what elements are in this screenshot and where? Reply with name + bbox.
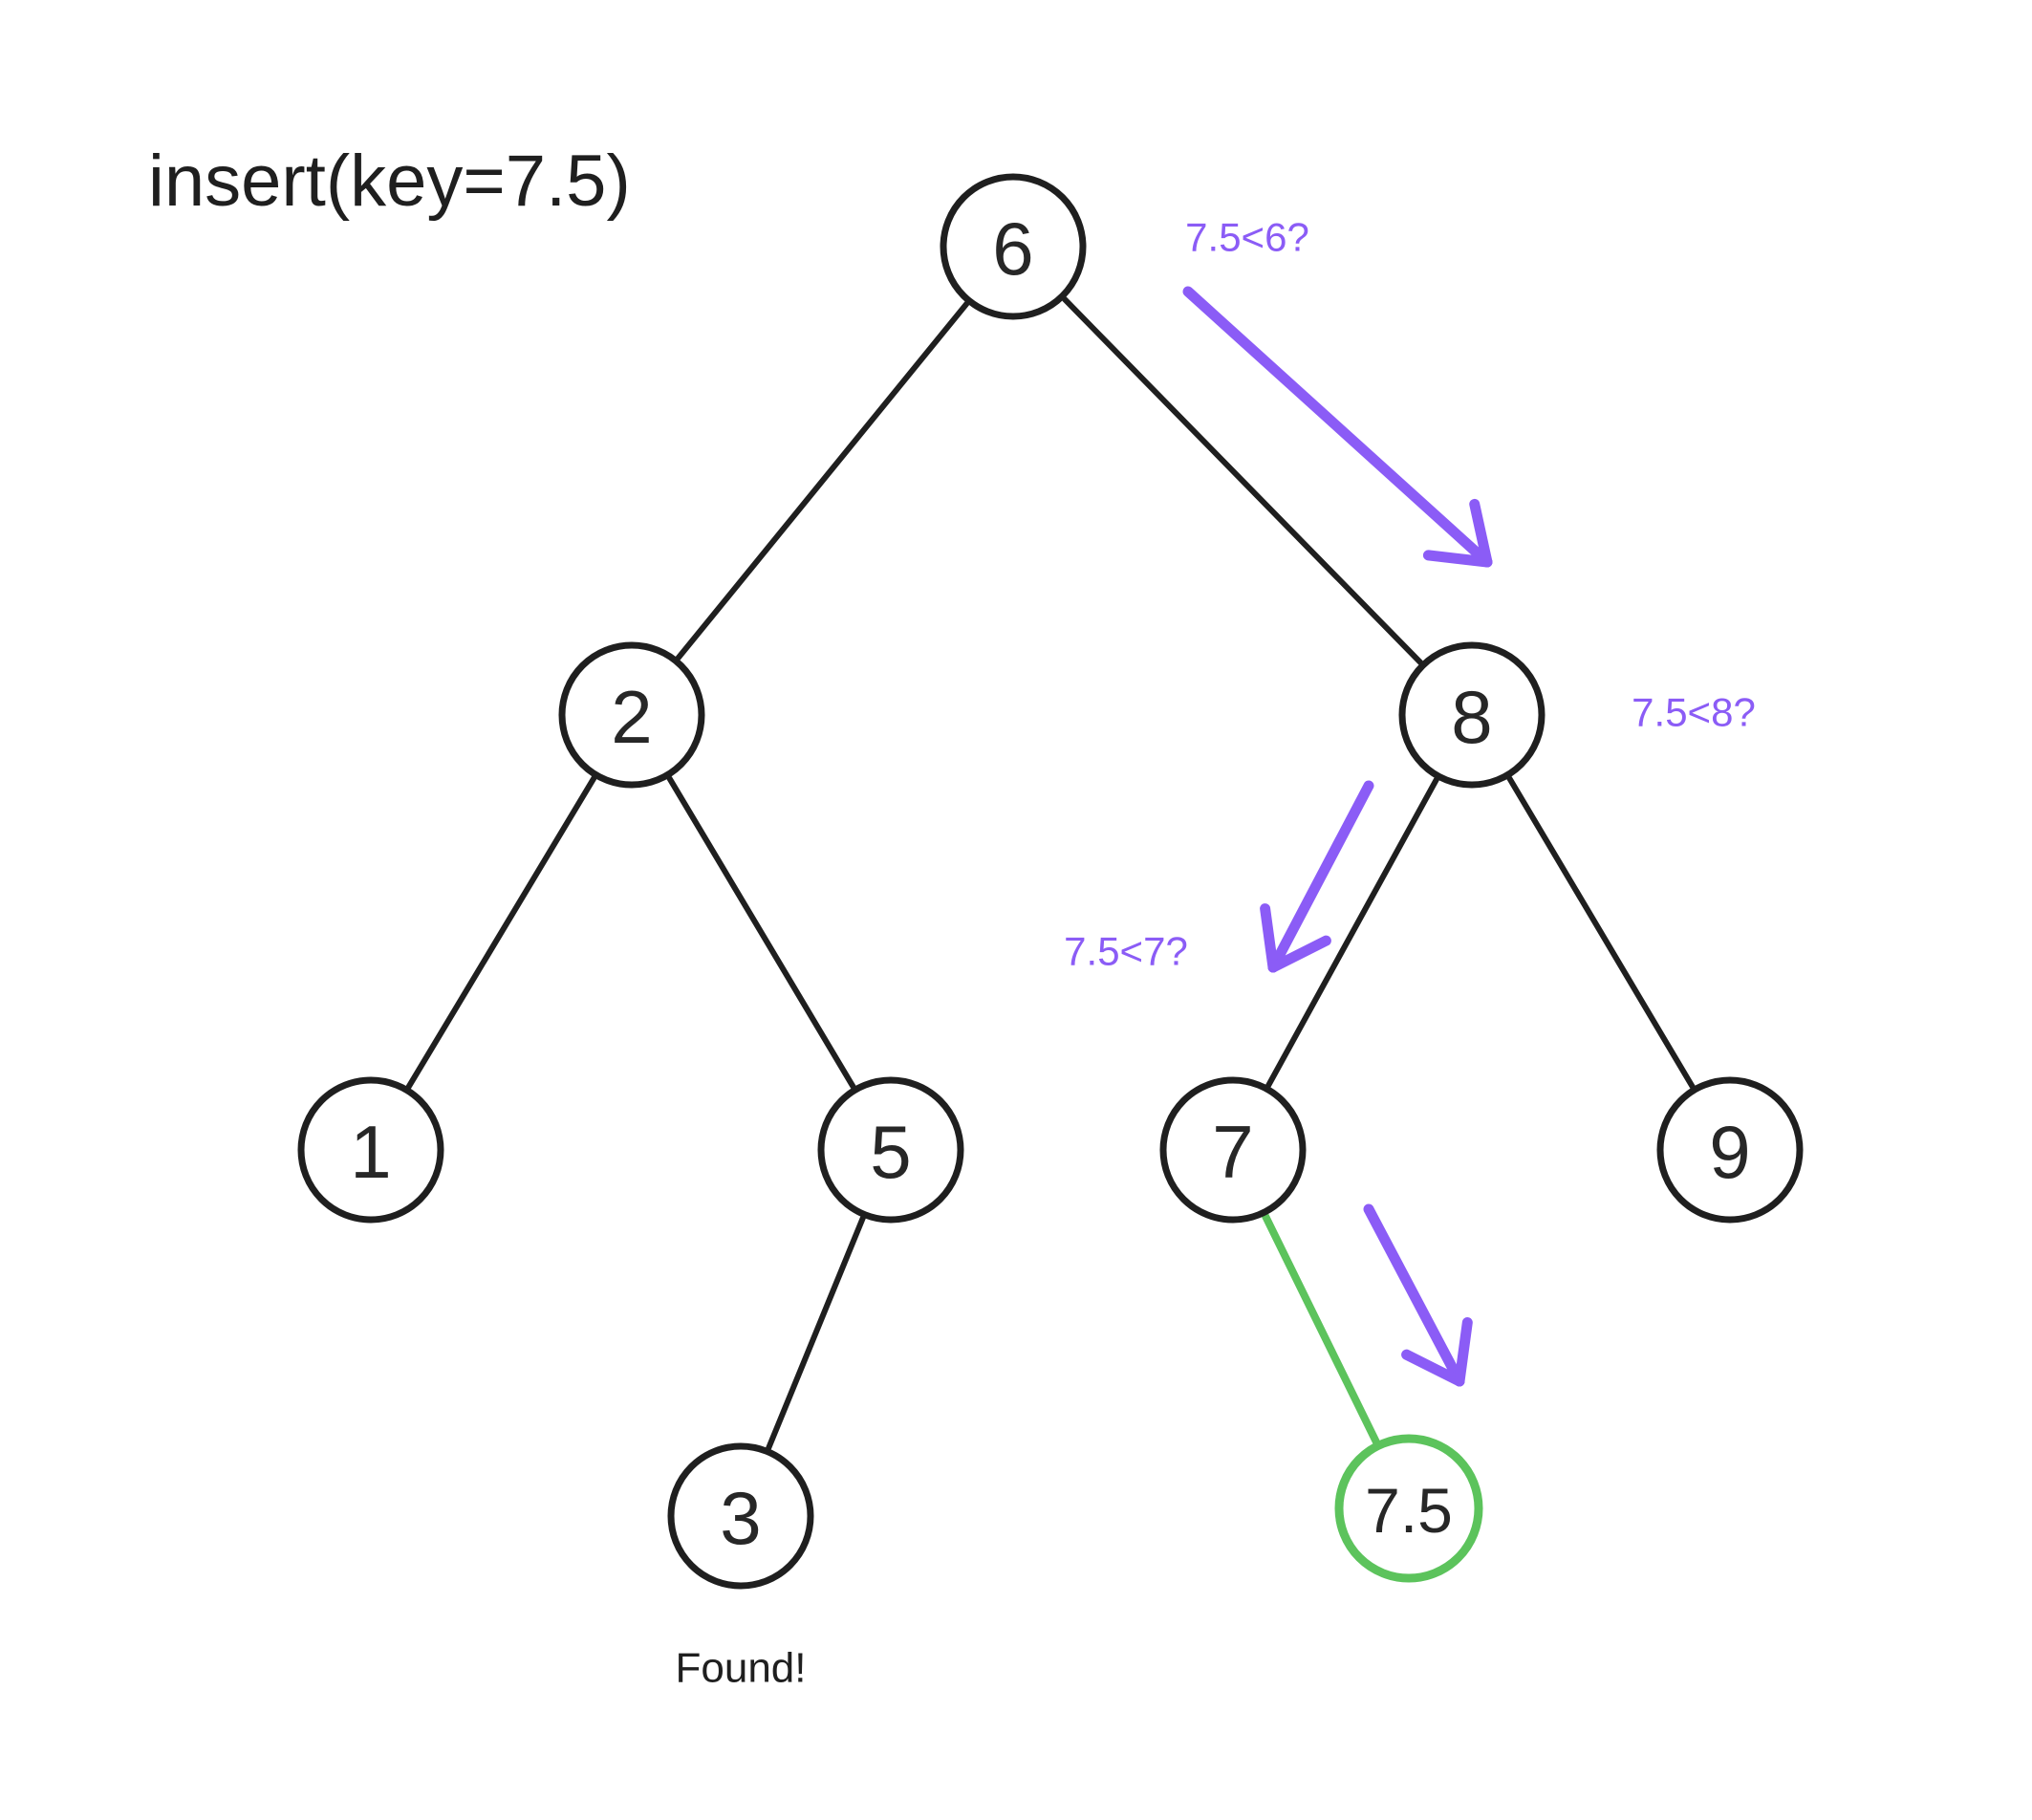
comparison-label: 7.5<8? — [1632, 690, 1756, 735]
tree-node-9[interactable]: 9 — [1656, 1076, 1804, 1224]
tree-edge — [766, 1215, 866, 1451]
node-label: 8 — [1451, 675, 1492, 759]
page-title: insert(key=7.5) — [148, 141, 631, 222]
tree-edge — [675, 300, 970, 661]
node-label: 7.5 — [1365, 1475, 1453, 1546]
node-circle — [1159, 1076, 1307, 1224]
tree-node-7[interactable]: 7 — [1159, 1076, 1307, 1224]
comparison-label: 7.5<6? — [1185, 215, 1309, 260]
node-circle — [297, 1076, 444, 1224]
annotation-arrows — [1182, 286, 1493, 1387]
arrow-head-left — [1422, 550, 1493, 568]
node-label: 2 — [611, 675, 652, 759]
annotation-labels: 7.5<6? 7.5<8? 7.5<7? — [1064, 215, 1756, 974]
tree-node-3[interactable]: 3 — [667, 1442, 814, 1590]
tree-node-6[interactable]: 6 — [940, 173, 1087, 320]
node-label: 6 — [992, 206, 1033, 291]
node-circle — [1656, 1076, 1804, 1224]
arrow-head-right — [1267, 935, 1331, 973]
tree-node-2[interactable]: 2 — [558, 641, 705, 789]
node-circle — [940, 173, 1087, 320]
arrow-shaft — [1182, 286, 1493, 568]
node-circle — [817, 1076, 964, 1224]
node-label: 5 — [870, 1110, 911, 1194]
found-label: Found! — [676, 1645, 807, 1692]
comparison-label: 7.5<7? — [1064, 929, 1188, 974]
node-circle — [1398, 641, 1546, 789]
annotation-arrow — [1182, 286, 1493, 568]
node-label: 7 — [1212, 1110, 1253, 1194]
tree-node-5[interactable]: 5 — [817, 1076, 964, 1224]
arrow-shaft — [1267, 780, 1374, 973]
inserted-node-circle — [1334, 1434, 1483, 1583]
tree-node-1[interactable]: 1 — [297, 1076, 444, 1224]
tree-node-8[interactable]: 8 — [1398, 641, 1546, 789]
annotation-arrow — [1363, 1203, 1473, 1387]
tree-node-7-5[interactable]: 7.5 — [1334, 1434, 1483, 1583]
node-circle — [558, 641, 705, 789]
arrow-shaft — [1363, 1203, 1465, 1387]
annotation-arrow — [1260, 780, 1374, 973]
tree-edge — [1506, 775, 1696, 1090]
node-label: 9 — [1709, 1110, 1750, 1194]
arrow-head-right — [1469, 498, 1493, 568]
tree-nodes: 6 2 8 1 5 7 9 3 7.5 — [297, 173, 1804, 1590]
tree-edge — [666, 775, 856, 1090]
tree-edge — [405, 775, 597, 1090]
node-label: 1 — [350, 1110, 391, 1194]
tree-edges — [405, 296, 1696, 1451]
tree-edge — [1261, 1212, 1381, 1446]
arrow-head-left — [1401, 1349, 1465, 1387]
arrow-head-left — [1260, 903, 1279, 973]
tree-edge — [1061, 296, 1424, 665]
node-label: 3 — [720, 1476, 761, 1560]
node-circle — [667, 1442, 814, 1590]
tree-edge — [1265, 776, 1439, 1089]
arrow-head-right — [1454, 1317, 1473, 1387]
